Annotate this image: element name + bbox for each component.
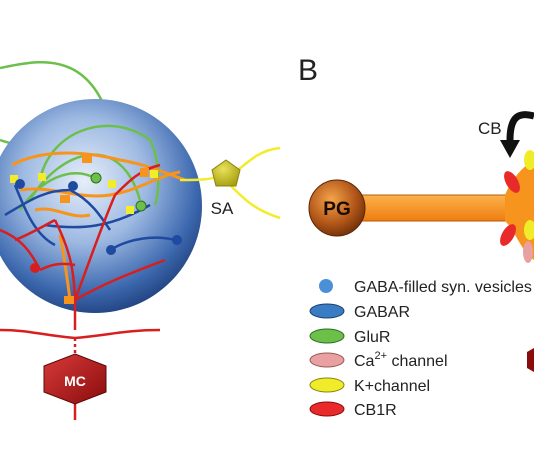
k-channel [524, 220, 534, 240]
gabar-branches [4, 184, 176, 252]
k-channel-markers [10, 170, 158, 214]
legend-glur-text: GluR [354, 329, 390, 346]
panel-a: SA MC [0, 60, 281, 420]
cb-feedback-arrow [506, 111, 534, 141]
pg-label: PG [323, 199, 350, 220]
cb1r-channel [500, 224, 516, 246]
legend-gaba-vesicle-swatch [319, 279, 333, 293]
cb-label: CB [478, 119, 502, 138]
panel-b-label: B [298, 54, 318, 87]
legend-k-channel-swatch [309, 377, 345, 393]
legend-cb1r-swatch [309, 401, 345, 417]
legend-gaba-vesicle-text: GABA-filled syn. vesicles [354, 279, 532, 296]
pg-axon [357, 194, 519, 222]
cb1r-terminals [30, 263, 40, 273]
panel-b: B CB PG GABA-filled syn. vesicles GABAR … [298, 54, 534, 419]
pg-soma [308, 179, 366, 237]
ca-channel [523, 241, 533, 263]
legend-gabar-swatch [309, 303, 345, 319]
legend-ca-channel-swatch [309, 352, 345, 368]
legend-ca-channel-text: Ca2+ channel [354, 350, 448, 370]
legend-glur-swatch [309, 328, 345, 344]
mc-soma [43, 353, 107, 405]
pg-processes [11, 151, 186, 301]
mc-label: MC [64, 373, 86, 389]
legend-k-channel-text: K+channel [354, 378, 430, 395]
legend-cb1r-text: CB1R [354, 402, 397, 419]
mc-soma-partial [527, 348, 534, 372]
sa-soma [211, 159, 241, 187]
cb-arrow-head [500, 140, 520, 158]
pg-terminals [60, 155, 149, 304]
gaba-vesicles [15, 179, 182, 255]
mc-cell: MC [0, 328, 161, 420]
mc-dendrites [0, 163, 166, 330]
legend: GABA-filled syn. vesicles GABAR GluR Ca2… [309, 279, 532, 419]
sa-cell: SA [179, 146, 281, 220]
glur-terminals [90, 172, 147, 212]
legend-ca-rest: channel [387, 353, 448, 370]
legend-ca-sup: 2+ [374, 350, 387, 362]
glomerulus-sphere [0, 99, 202, 313]
k-channel [524, 150, 534, 170]
cb1r-channel [504, 171, 520, 193]
sa-label: SA [211, 199, 234, 218]
legend-gabar-text: GABAR [354, 304, 410, 321]
legend-ca-main: Ca [354, 353, 375, 370]
